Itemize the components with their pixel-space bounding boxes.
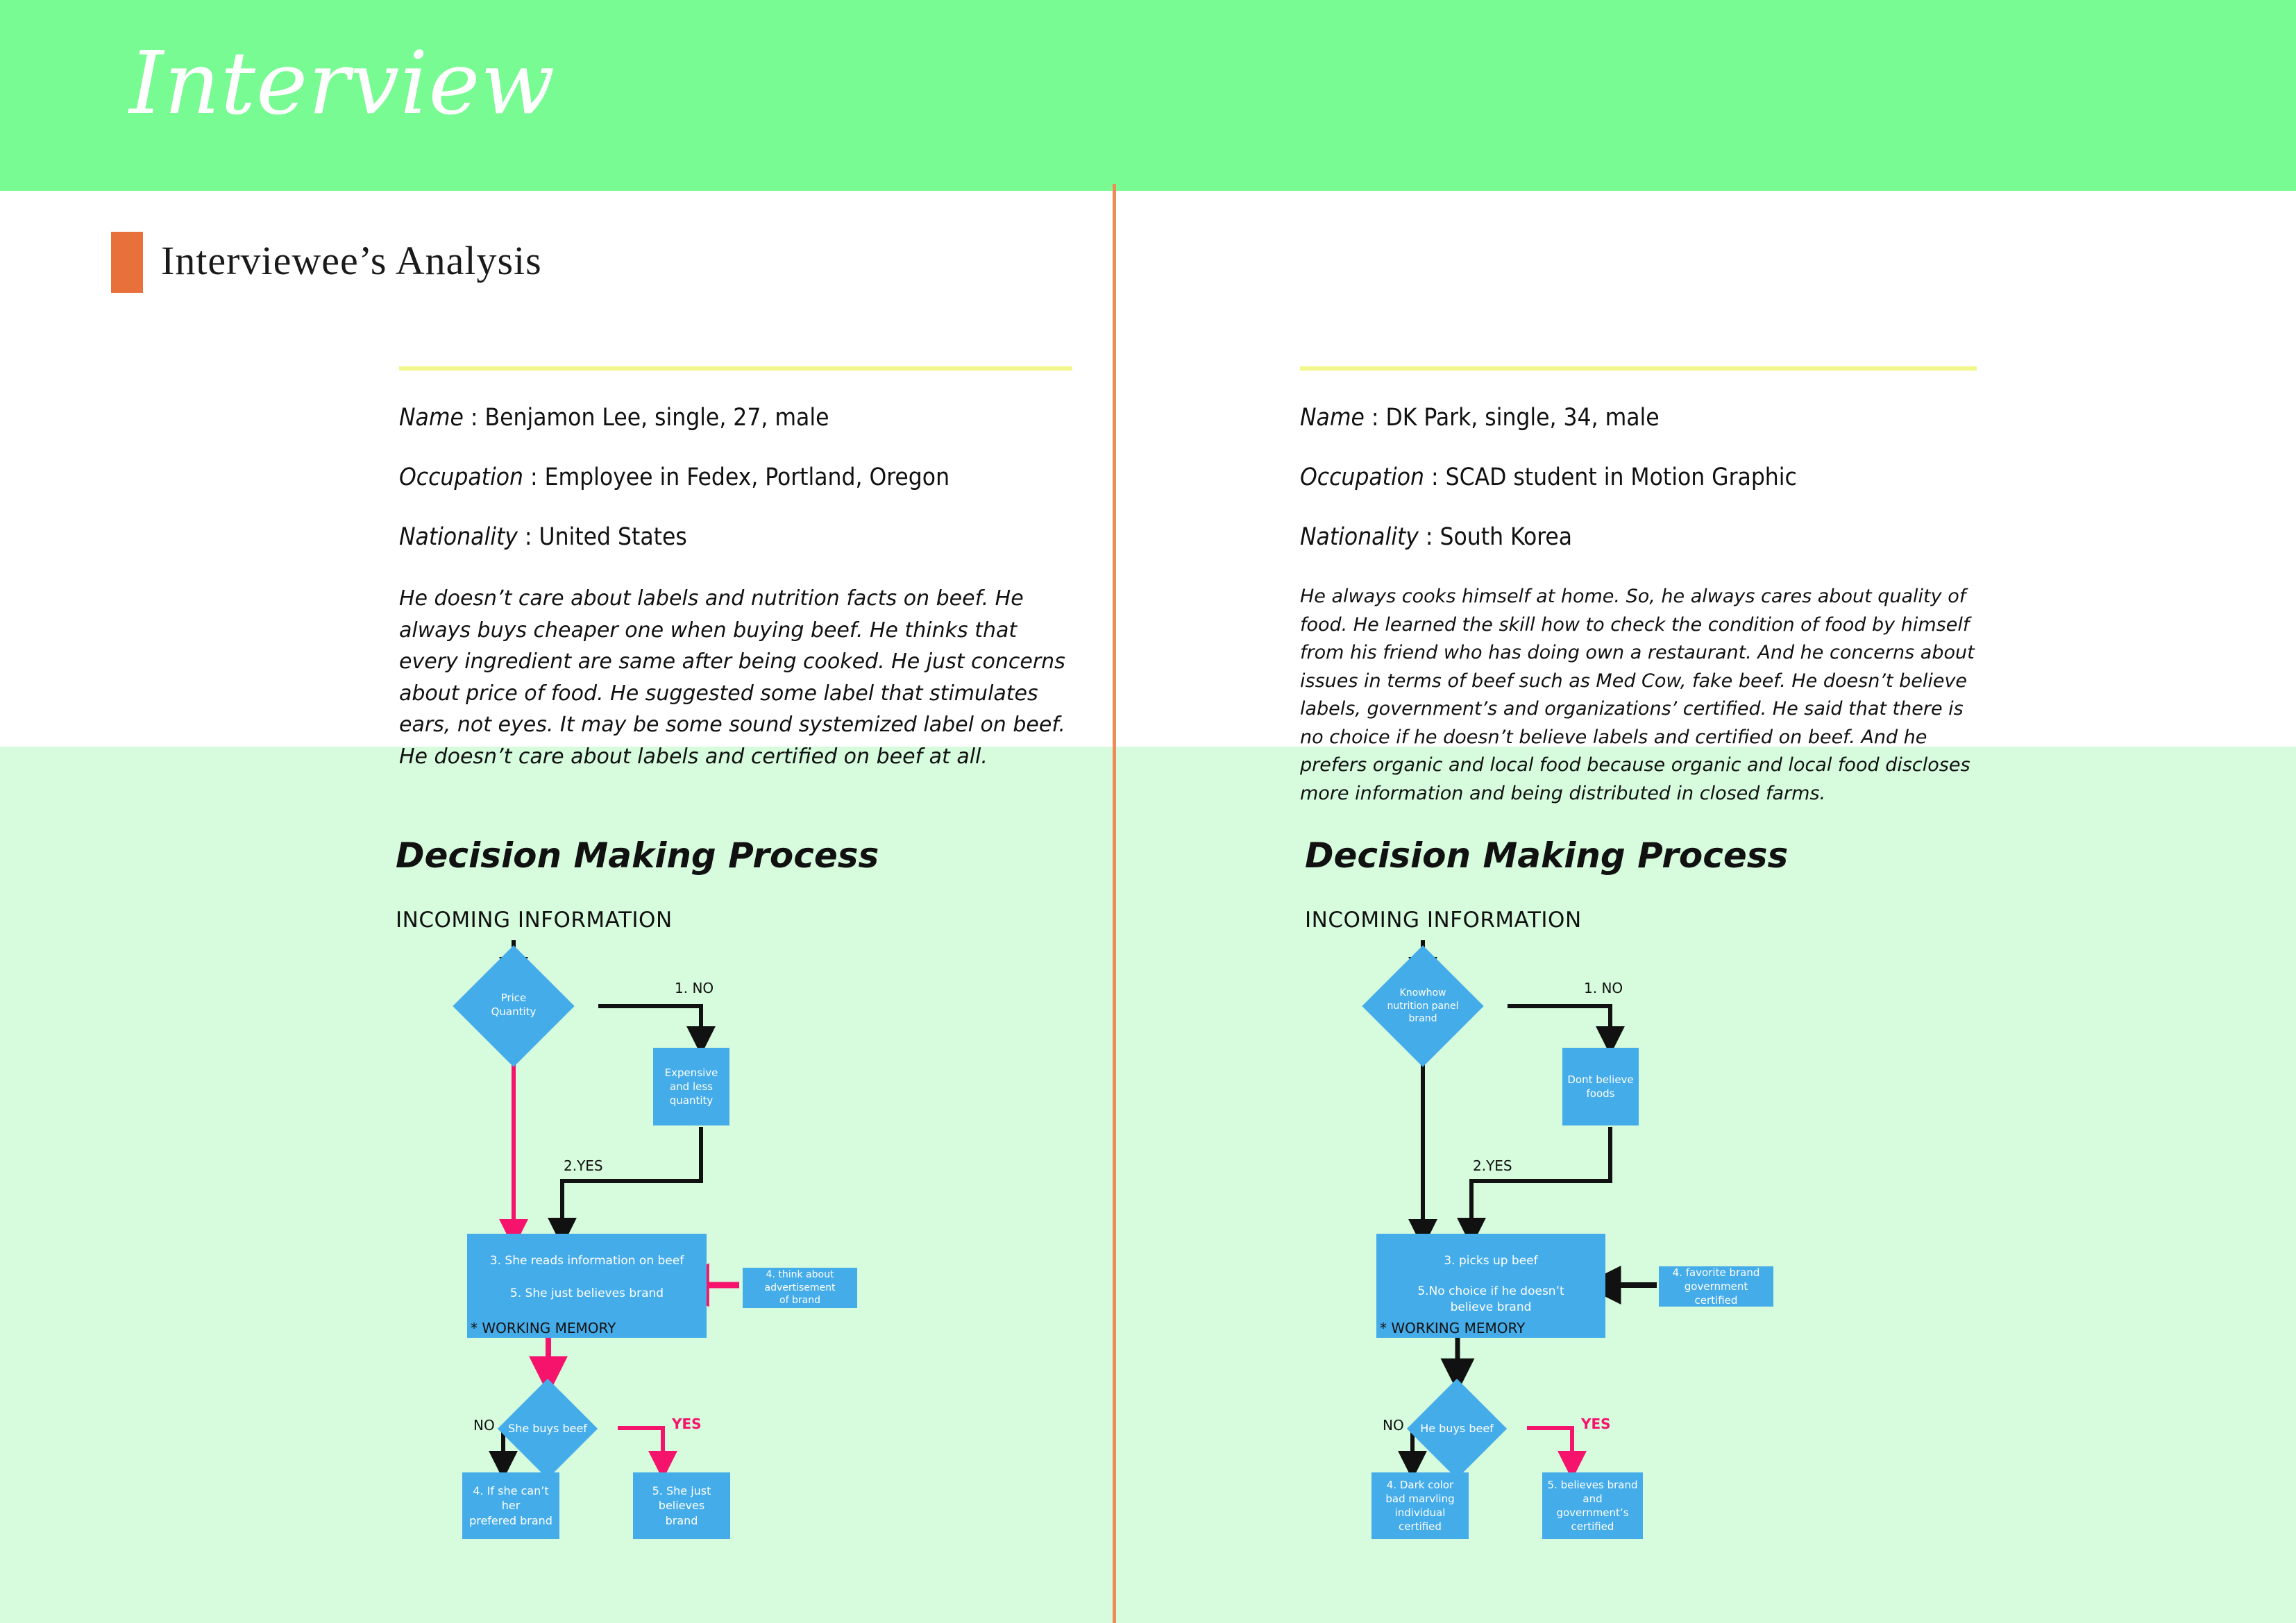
page-title: Interview bbox=[129, 33, 556, 134]
section-accent-swatch bbox=[111, 232, 143, 293]
column-divider bbox=[1113, 184, 1116, 1623]
field-nationality-value: : United States bbox=[524, 523, 687, 551]
flowchart-incoming-label: INCOMING INFORMATION bbox=[1305, 908, 1582, 933]
field-nationality-label: Nationality bbox=[1300, 523, 1419, 551]
side-influence-node: 4. think about advertisement of brand bbox=[743, 1268, 857, 1308]
outcome-node-no: Expensive and less quantity bbox=[653, 1048, 729, 1125]
flowchart-connectors bbox=[1398, 940, 1657, 1480]
field-nationality: Nationality : United States bbox=[399, 523, 1072, 551]
final-node-no: 4. If she can’t her prefered brand bbox=[462, 1472, 559, 1539]
decision-node-2-label: He buys beef bbox=[1420, 1422, 1494, 1436]
profile-summary: He doesn’t care about labels and nutriti… bbox=[399, 586, 1065, 769]
outcome-node-no: Dont believe foods bbox=[1562, 1048, 1639, 1125]
field-occupation: Occupation : SCAD student in Motion Grap… bbox=[1300, 464, 1977, 491]
working-memory-line-1: 3. picks up beef bbox=[1444, 1254, 1538, 1268]
working-memory-node: 3. She reads information on beef 5. She … bbox=[467, 1234, 707, 1338]
field-occupation-label: Occupation bbox=[1300, 464, 1424, 491]
profile-fields: Name : DK Park, single, 34, male Occupat… bbox=[1300, 404, 1977, 808]
profile-rule bbox=[399, 366, 1072, 371]
working-memory-line-1: 3. She reads information on beef bbox=[489, 1254, 684, 1268]
edge-label-yes-2: YES bbox=[672, 1416, 702, 1432]
edge-label-no-2: NO bbox=[473, 1417, 495, 1434]
edge-label-yes-1: 2.YES bbox=[1473, 1157, 1512, 1174]
working-memory-node: 3. picks up beef 5.No choice if he doesn… bbox=[1376, 1234, 1605, 1338]
flowchart-title: Decision Making Process bbox=[1305, 835, 1789, 876]
field-name-value: : Benjamon Lee, single, 27, male bbox=[470, 404, 829, 432]
working-memory-tag: * WORKING MEMORY bbox=[1380, 1320, 1526, 1336]
field-occupation-label: Occupation bbox=[399, 464, 523, 491]
decision-node-1-label: Knowhow nutrition panel brand bbox=[1387, 987, 1459, 1025]
working-memory-line-2: 5.No choice if he doesn’t believe brand bbox=[1417, 1284, 1564, 1314]
decision-node-1-label: Price Quantity bbox=[491, 992, 537, 1018]
field-name-value: : DK Park, single, 34, male bbox=[1371, 404, 1660, 432]
lower-green-panel bbox=[0, 747, 2296, 1623]
header-band: Interview bbox=[0, 0, 2296, 191]
final-node-yes: 5. She just believes brand bbox=[633, 1472, 730, 1539]
field-name: Name : Benjamon Lee, single, 27, male bbox=[399, 404, 1072, 432]
profile-summary: He always cooks himself at home. So, he … bbox=[1300, 586, 1975, 804]
edge-label-yes-2: YES bbox=[1581, 1416, 1611, 1432]
final-node-yes: 5. believes brand and government’s certi… bbox=[1542, 1472, 1643, 1539]
flowchart-title: Decision Making Process bbox=[396, 835, 879, 876]
field-nationality-value: : South Korea bbox=[1425, 523, 1573, 551]
side-influence-node: 4. favorite brand government certified bbox=[1659, 1266, 1773, 1307]
flowchart-left: Decision Making Process INCOMING INFORMA… bbox=[389, 819, 1187, 1589]
profile-rule bbox=[1300, 366, 1977, 371]
final-node-no: 4. Dark color bad marvling individual ce… bbox=[1371, 1472, 1469, 1539]
field-nationality: Nationality : South Korea bbox=[1300, 523, 1977, 551]
profile-card-left: Name : Benjamon Lee, single, 27, male Oc… bbox=[399, 366, 1072, 773]
field-nationality-label: Nationality bbox=[399, 523, 518, 551]
flowchart-incoming-label: INCOMING INFORMATION bbox=[396, 908, 673, 933]
field-occupation-value: : SCAD student in Motion Graphic bbox=[1430, 464, 1797, 491]
working-memory-tag: * WORKING MEMORY bbox=[471, 1320, 616, 1336]
field-name-label: Name bbox=[399, 404, 464, 432]
field-occupation: Occupation : Employee in Fedex, Portland… bbox=[399, 464, 1072, 491]
field-name: Name : DK Park, single, 34, male bbox=[1300, 404, 1977, 432]
edge-label-no-1: 1. NO bbox=[675, 980, 714, 996]
field-occupation-value: : Employee in Fedex, Portland, Oregon bbox=[530, 464, 950, 491]
field-name-label: Name bbox=[1300, 404, 1365, 432]
edge-label-no-2: NO bbox=[1383, 1417, 1404, 1434]
edge-label-no-1: 1. NO bbox=[1584, 980, 1623, 996]
section-title: Interviewee’s Analysis bbox=[161, 238, 542, 283]
working-memory-line-2: 5. She just believes brand bbox=[509, 1286, 664, 1300]
decision-node-2-label: She buys beef bbox=[508, 1422, 587, 1436]
flowchart-right: Decision Making Process INCOMING INFORMA… bbox=[1298, 819, 2096, 1589]
profile-card-right: Name : DK Park, single, 34, male Occupat… bbox=[1300, 366, 1977, 808]
edge-label-yes-1: 2.YES bbox=[564, 1157, 603, 1174]
profile-fields: Name : Benjamon Lee, single, 27, male Oc… bbox=[399, 404, 1072, 773]
